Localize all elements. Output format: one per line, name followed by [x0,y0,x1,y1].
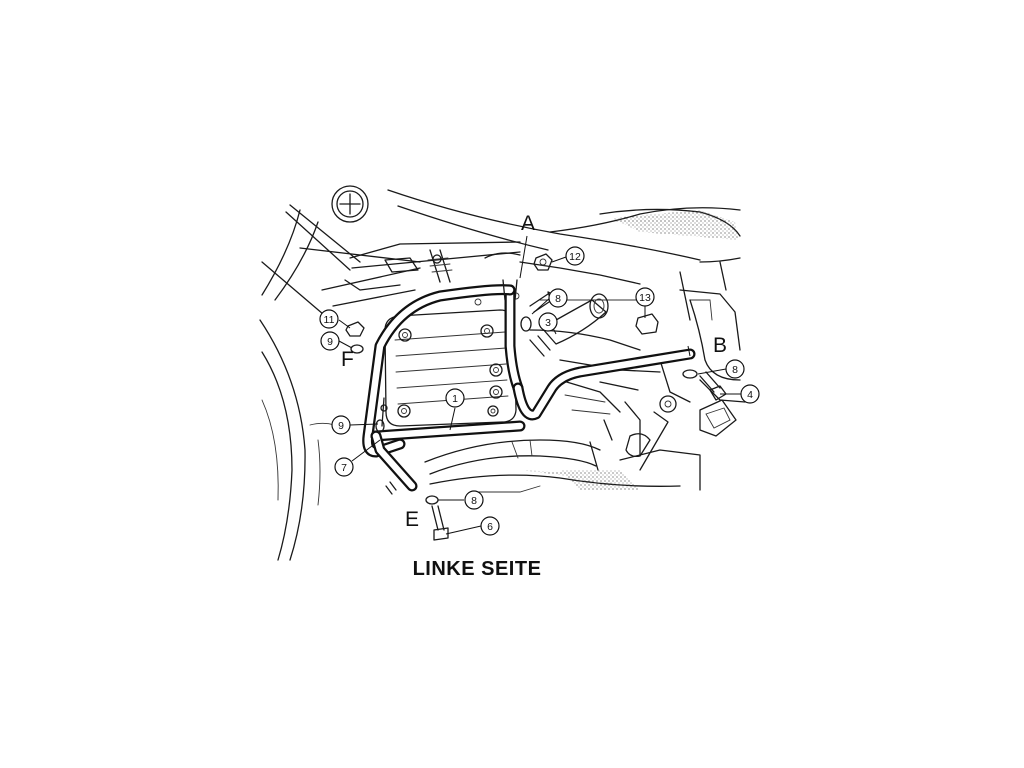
callout-8-a: 8 [548,288,568,308]
svg-text:4: 4 [747,389,753,401]
leader-lines [338,235,741,535]
callout-8-b: 8 [725,359,745,379]
bolt-e-icon [431,505,449,541]
letter-a: A [521,212,535,235]
letter-e: E [405,508,419,531]
diagram-caption: LINKE SEITE [413,558,542,580]
callout-1: 1 [445,388,465,408]
callout-4: 4 [740,384,760,404]
svg-text:6: 6 [487,521,493,533]
callout-7: 7 [334,457,354,477]
rubber-nut-icon [635,313,659,335]
callout-9-f: 9 [320,331,340,351]
svg-text:3: 3 [545,317,551,329]
cylinder-head-cover [384,309,517,427]
nut-icon [533,253,553,271]
callout-13: 13 [635,287,655,307]
washer-b-icon [682,369,698,379]
hardware-parts [345,253,727,541]
svg-text:9: 9 [327,336,333,348]
svg-text:8: 8 [732,364,738,376]
washer-icon [520,316,532,332]
motorcycle-line-art [259,185,746,561]
washer-e-icon [425,495,439,505]
callout-8-e: 8 [464,490,484,510]
bolt-b-icon [699,371,727,401]
callout-11: 11 [319,309,339,329]
nut-f-icon [345,321,365,337]
spacer-icon [529,293,609,357]
callout-6: 6 [480,516,500,536]
letter-f: F [341,348,354,371]
svg-text:9: 9 [338,420,344,432]
svg-text:11: 11 [324,314,335,326]
part-callouts: 12 8 3 13 8 4 11 9 [319,246,760,536]
callout-12: 12 [565,246,585,266]
callout-9-lower: 9 [331,415,351,435]
footpeg-icon [699,399,737,437]
svg-text:8: 8 [555,293,561,305]
svg-text:13: 13 [639,292,651,304]
svg-text:1: 1 [452,393,458,405]
svg-text:7: 7 [341,462,347,474]
svg-text:12: 12 [569,251,581,263]
mount-point-letters: A B E F [341,212,727,531]
callout-3: 3 [538,312,558,332]
fuel-cap-icon [331,185,369,223]
washer-f-icon [350,344,364,354]
svg-text:8: 8 [471,495,477,507]
letter-b: B [713,334,727,357]
